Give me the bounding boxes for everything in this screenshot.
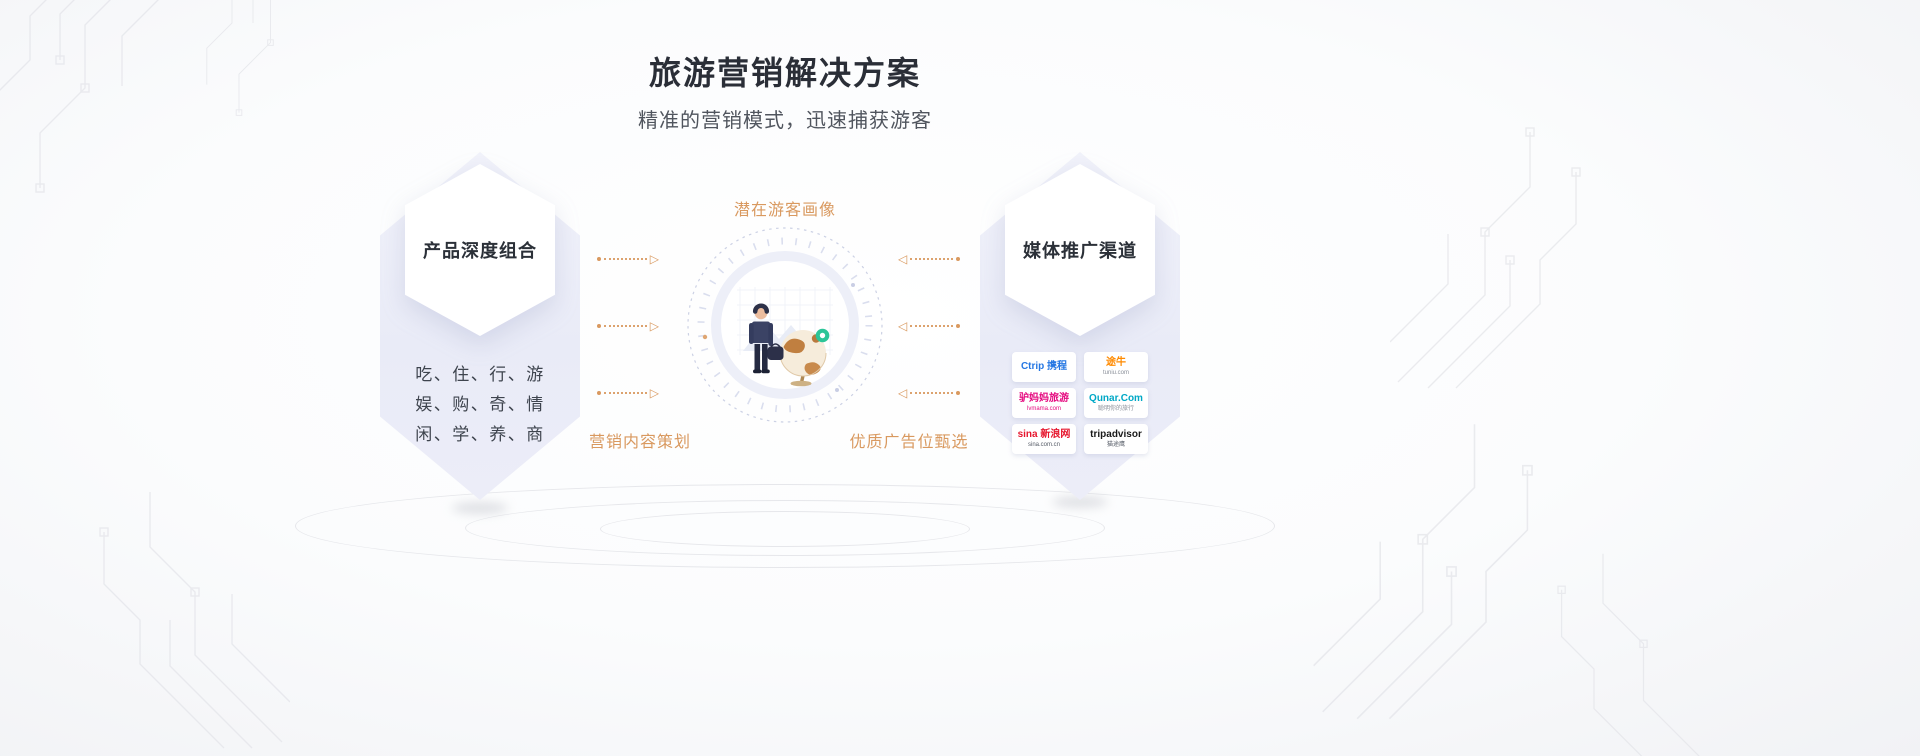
flow-arrow-right-1: ◁ [898,252,960,266]
accent-dot [835,388,839,392]
section-title: 旅游营销解决方案 [648,55,921,91]
tripadvisor-logo: tripadvisor [1090,429,1142,440]
outer-dotted-ring [687,227,883,423]
arrow-left-icon: ◁ [898,386,908,400]
logo-tile-tuniu: 途牛 tuniu.com [1084,352,1148,382]
arrow-right-icon: ▷ [649,319,659,333]
accent-dot [851,283,855,287]
flow-arrow-right-3: ◁ [898,386,960,400]
media-channels-title: 媒体推广渠道 [1023,241,1137,261]
ripple-inner [600,511,970,547]
sina-logo: sina 新浪网 [1017,429,1071,440]
dotted-line [604,325,647,327]
product-combo-item: 闲、学、养、商 [415,425,545,444]
traveler-globe-illustration [687,227,883,423]
arrow-left-icon: ◁ [898,252,908,266]
tuniu-logo: 途牛 [1106,357,1126,368]
dotted-line [604,392,647,394]
dot-icon [956,391,960,395]
travel-bag [767,346,784,360]
lvmama-logo: 驴妈妈旅游 [1019,393,1069,404]
logo-tile-sina: sina 新浪网 sina.com.cn [1012,424,1076,454]
label-content-planning: 营销内容策划 [588,434,691,451]
flow-arrow-right-2: ◁ [898,319,960,333]
lvmama-logo-sub: lvmama.com [1026,406,1061,412]
traveler-figure [749,303,784,374]
dotted-line [604,258,647,260]
dot-icon [956,324,960,328]
tuniu-logo-sub: tuniu.com [1102,370,1129,376]
dot-icon [597,257,601,261]
flow-arrow-left-1: ▷ [597,252,659,266]
flow-arrow-left-3: ▷ [597,386,659,400]
circuit-decoration [1557,553,1723,756]
accent-dot [702,334,708,340]
circuit-decoration [206,0,332,116]
bag-handle [770,343,781,348]
logo-tile-ctrip: Ctrip 携程 [1012,352,1076,382]
arrow-left-icon: ◁ [898,319,908,333]
media-channels-badge: 媒体推广渠道 [1005,164,1155,336]
arrow-right-icon: ▷ [649,386,659,400]
ripple-outer [295,484,1275,568]
logo-tile-qunar: Qunar.Com 聪明你的旅行 [1084,388,1148,418]
circuit-decoration [1313,424,1533,720]
logo-tile-lvmama: 驴妈妈旅游 lvmama.com [1012,388,1076,418]
card-shadow [1052,496,1108,508]
dot-icon [597,324,601,328]
product-combo-title: 产品深度组合 [423,241,537,261]
product-combo-badge: 产品深度组合 [405,164,555,336]
circuit-decoration [99,492,290,749]
qunar-logo: Qunar.Com [1089,393,1143,404]
tripadvisor-logo-sub: 猫途鹰 [1106,442,1125,448]
arrow-right-icon: ▷ [649,252,659,266]
dot-icon [597,391,601,395]
tick-ring [697,237,873,413]
sina-logo-sub: sina.com.cn [1027,442,1060,448]
section-subtitle: 精准的营销模式，迅速捕获游客 [638,110,932,132]
dotted-line [910,325,953,327]
media-logo-grid: Ctrip 携程 途牛 tuniu.com 驴妈妈旅游 lvmama.com Q… [1012,352,1148,454]
flow-arrow-left-2: ▷ [597,319,659,333]
product-combo-item: 娱、购、奇、情 [415,395,545,414]
dot-icon [956,257,960,261]
product-combo-item: 吃、住、行、游 [415,365,545,384]
location-pin-icon [815,328,830,343]
ripple-middle [465,500,1105,556]
qunar-logo-sub: 聪明你的旅行 [1097,406,1134,412]
product-combo-items: 吃、住、行、游 娱、购、奇、情 闲、学、养、商 [380,360,580,450]
card-shadow [452,502,508,514]
ctrip-logo: Ctrip 携程 [1020,361,1068,372]
dotted-line [910,258,953,260]
globe [779,330,827,387]
logo-tile-tripadvisor: tripadvisor 猫途鹰 [1084,424,1148,454]
dotted-line [910,392,953,394]
circuit-decoration [0,0,180,193]
label-audience-profile: 潜在游客画像 [733,202,836,219]
circuit-decoration [1390,127,1581,389]
label-ad-selection: 优质广告位甄选 [849,434,969,451]
